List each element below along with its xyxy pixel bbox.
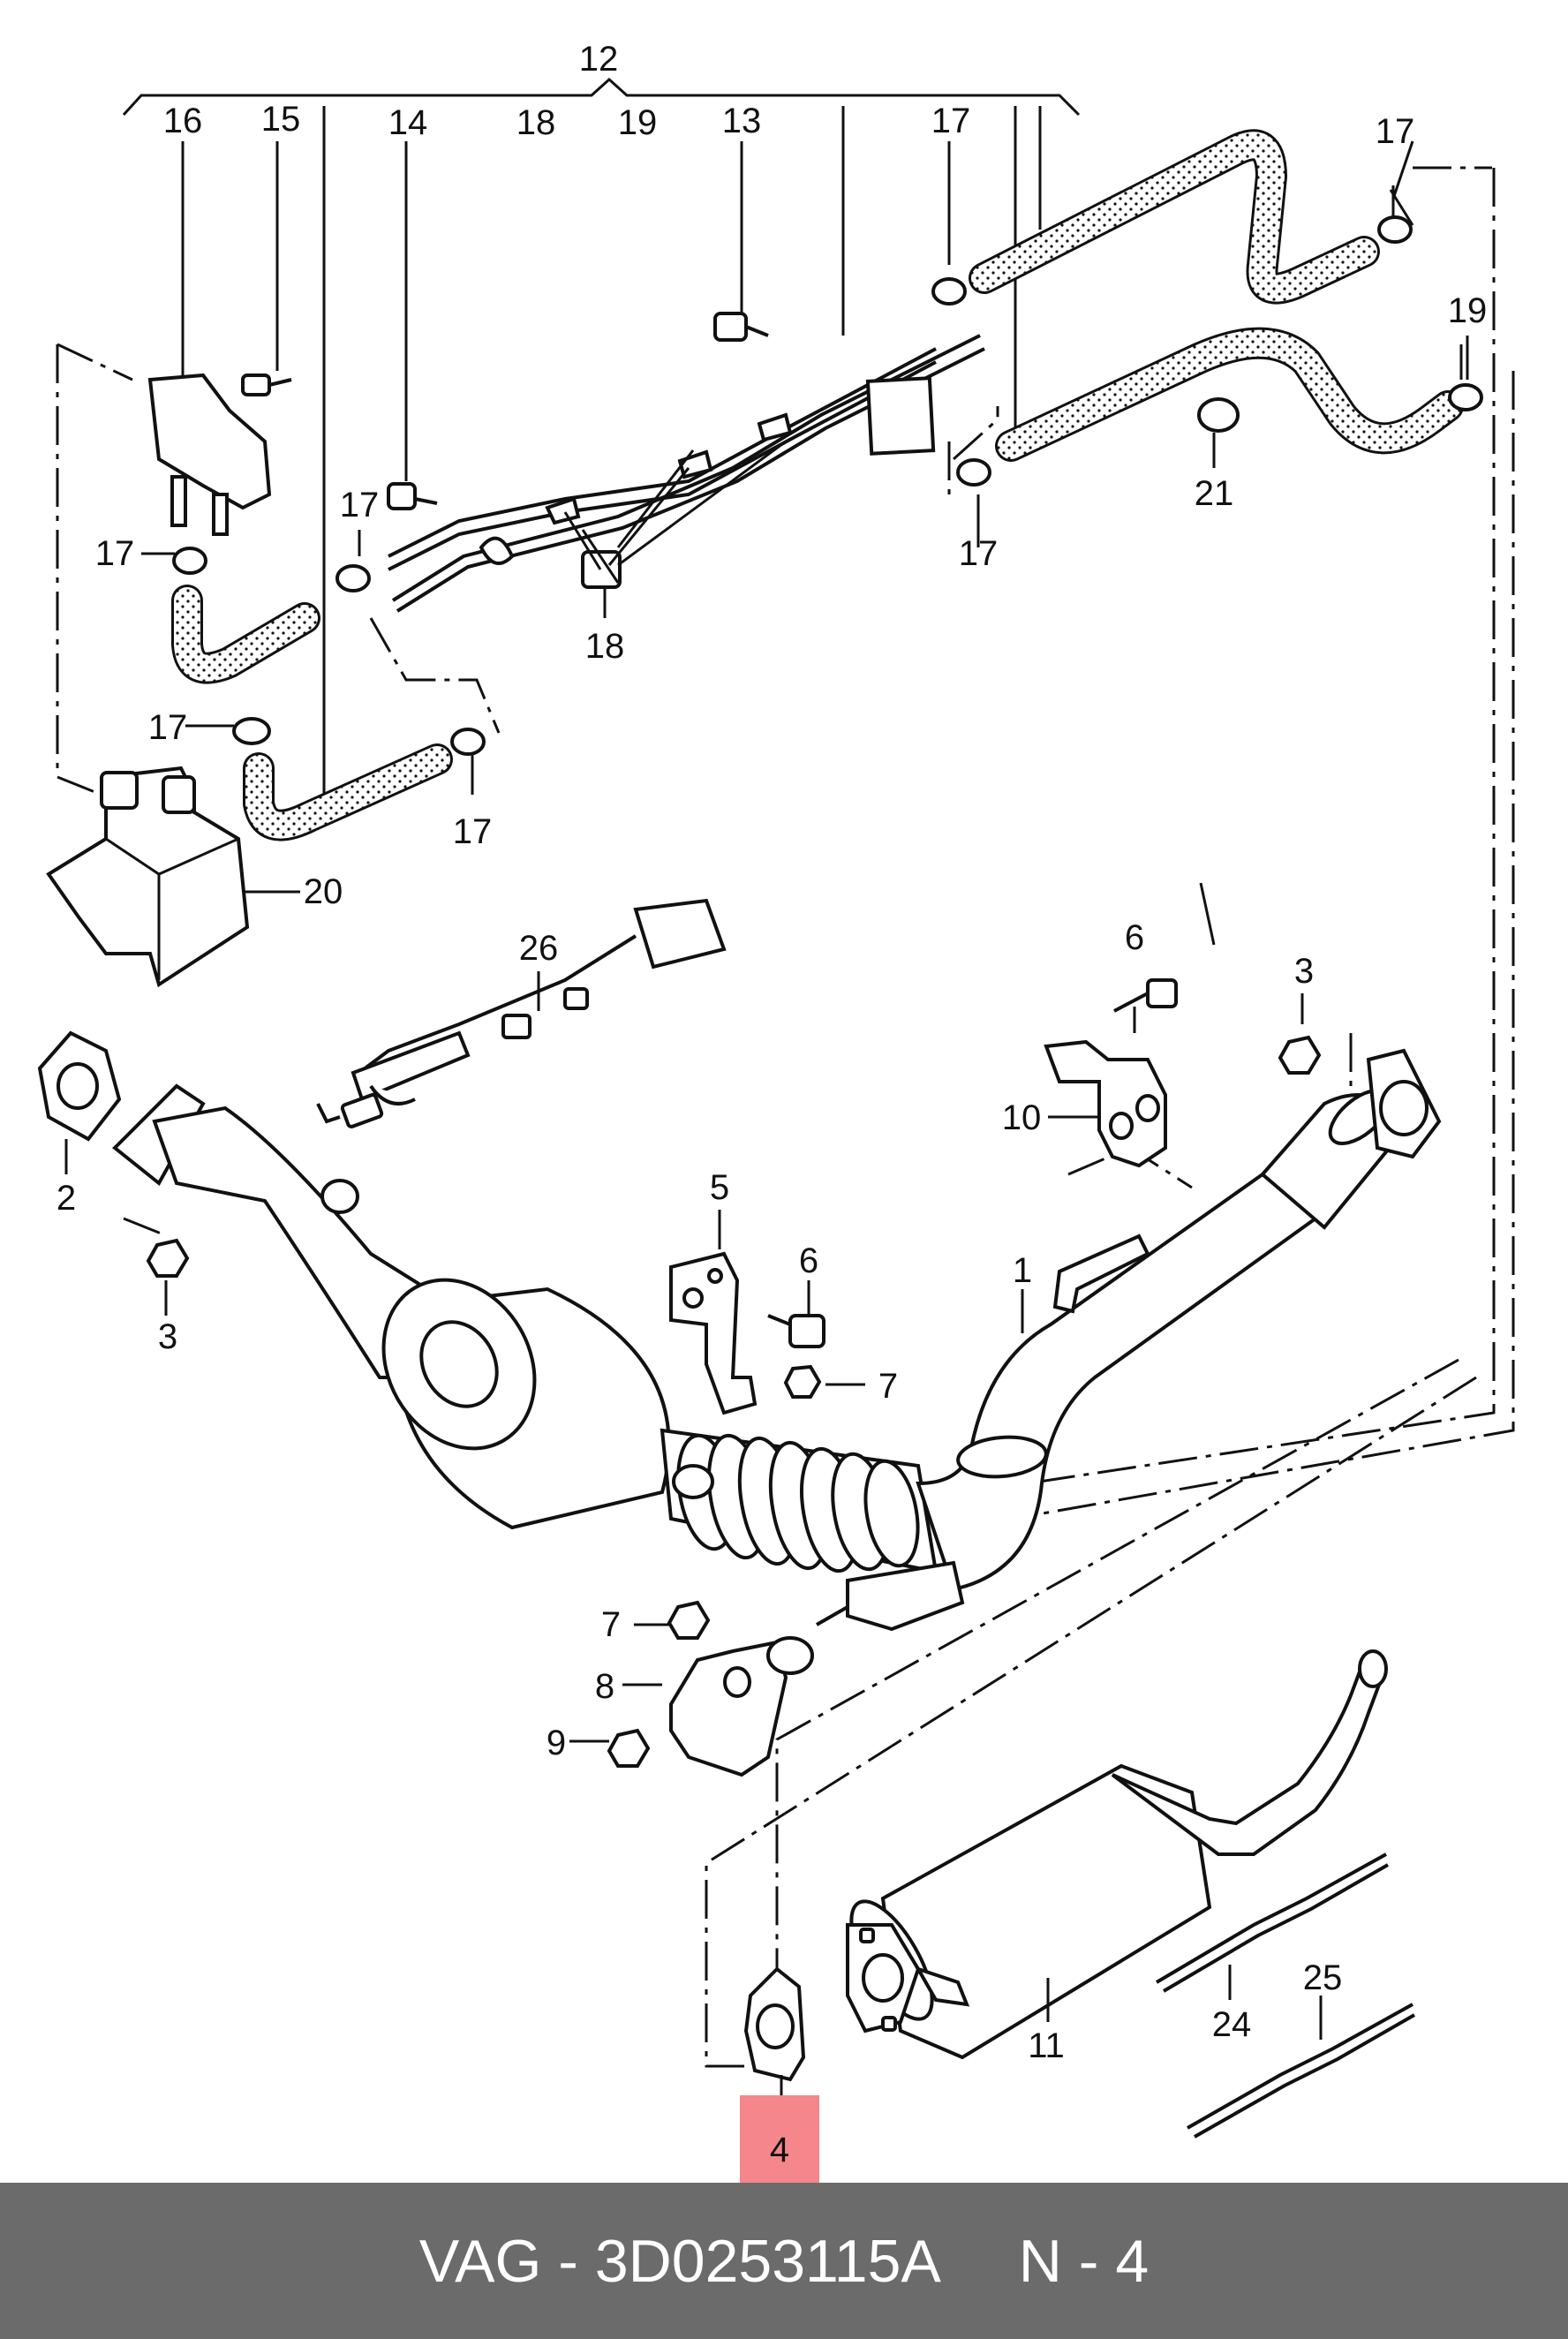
callout-14: 14 xyxy=(388,103,428,142)
vacuum-pipe-assembly xyxy=(172,215,1483,756)
callout-17: 17 xyxy=(148,708,188,747)
highlighted-part-number: 4 xyxy=(769,2131,790,2169)
vacuum-hoses xyxy=(171,129,1464,841)
callout-19: 19 xyxy=(1448,291,1488,330)
callout-20: 20 xyxy=(304,872,343,911)
temperature-sensors xyxy=(1155,1852,1415,2139)
callout-13: 13 xyxy=(722,102,762,140)
callout-5: 5 xyxy=(710,1168,729,1207)
callout-7: 7 xyxy=(878,1367,898,1406)
callout-15: 15 xyxy=(261,100,301,139)
callout-19: 19 xyxy=(618,103,658,142)
callout-17: 17 xyxy=(1376,112,1415,151)
bracket-5 xyxy=(669,1251,825,1415)
gasket-4 xyxy=(743,1966,806,2082)
group-12-bracket xyxy=(122,77,1081,117)
callout-6: 6 xyxy=(799,1241,818,1280)
callout-8: 8 xyxy=(595,1667,614,1706)
lambda-probe xyxy=(316,898,727,1128)
callout-11: 11 xyxy=(1028,2026,1065,2065)
callout-1: 1 xyxy=(1013,1251,1032,1290)
callout-17: 17 xyxy=(931,102,971,140)
bracket-10 xyxy=(1044,978,1178,1168)
hose-clamp xyxy=(172,215,1483,756)
callout-18: 18 xyxy=(585,627,625,666)
callout-26: 26 xyxy=(519,929,559,968)
callout-10: 10 xyxy=(1002,1098,1042,1137)
callout-25: 25 xyxy=(1303,1958,1343,1997)
exhaust-parts-diagram: 12 16 15 14 18 19 13 17 17 19 17 21 17 1… xyxy=(37,40,1515,2139)
callout-3: 3 xyxy=(158,1317,177,1356)
gasket-2-hole xyxy=(57,1062,99,1110)
callout-16: 16 xyxy=(163,102,203,140)
footer-position: N - 4 xyxy=(1018,2227,1150,2295)
front-pipe-catalyst xyxy=(112,1048,1442,1632)
callout-17: 17 xyxy=(340,486,380,524)
callout-12: 12 xyxy=(579,40,619,79)
callout-3: 3 xyxy=(1294,952,1314,991)
callout-labels: 12 16 15 14 18 19 13 17 17 19 17 21 17 1… xyxy=(57,40,1487,2065)
callout-21: 21 xyxy=(1195,474,1234,513)
nut-3 xyxy=(146,1035,1322,1278)
callout-17: 17 xyxy=(453,812,493,851)
rear-silencer xyxy=(846,1649,1388,2060)
callout-2: 2 xyxy=(57,1179,76,1218)
callout-leaders xyxy=(64,185,1463,2106)
callout-24: 24 xyxy=(1212,2005,1252,2044)
callout-6: 6 xyxy=(1125,918,1144,957)
callout-18: 18 xyxy=(516,103,556,142)
callout-17: 17 xyxy=(959,534,999,573)
flex-bellows xyxy=(676,1433,920,1573)
callout-7: 7 xyxy=(601,1605,621,1644)
footer-part-number: VAG - 3D0253115A xyxy=(418,2227,941,2295)
highlighted-part-callout[interactable]: 4 xyxy=(740,2095,819,2183)
bracket-20 xyxy=(46,766,250,988)
callout-9: 9 xyxy=(547,1724,566,1762)
footer-bar: VAG - 3D0253115A N - 4 xyxy=(0,2183,1568,2339)
mount-8 xyxy=(607,1600,814,1777)
callout-17: 17 xyxy=(95,534,135,573)
pressure-sensor xyxy=(147,373,292,536)
